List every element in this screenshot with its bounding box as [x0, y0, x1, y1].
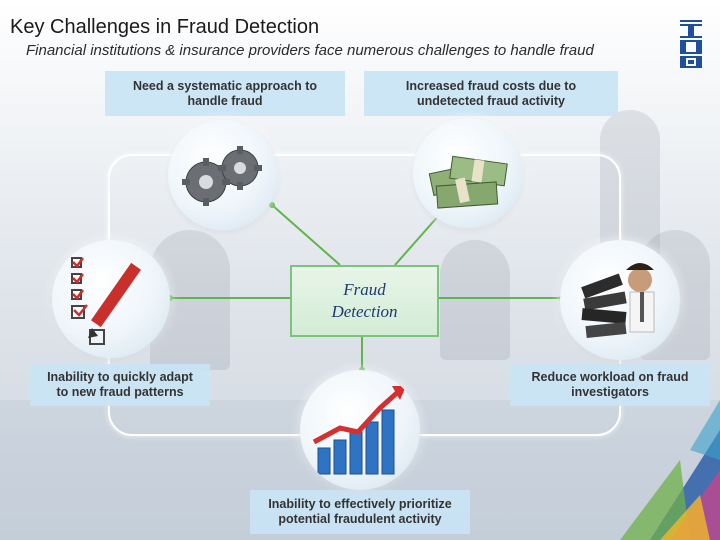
connector-top-left: [271, 204, 341, 266]
overworked-person-icon: [581, 263, 655, 339]
page-title: Key Challenges in Fraud Detection: [10, 16, 320, 38]
money-icon: [428, 155, 508, 209]
challenge-label-line2: handle fraud: [187, 93, 263, 108]
bar-chart-circle: [300, 370, 420, 490]
checklist-icon: [71, 257, 141, 345]
challenge-label-line1: Need a systematic approach to: [132, 78, 318, 93]
challenge-label-line2: potential fraudulent activity: [278, 512, 442, 526]
center-label-line1: Fraud: [343, 280, 386, 299]
background-chess-piece: [440, 240, 510, 360]
challenge-label-line1: Increased fraud costs due to: [405, 78, 577, 93]
money-circle: [413, 118, 523, 228]
challenge-label-line1: Inability to effectively prioritize: [268, 497, 452, 511]
bar-chart-icon: [312, 386, 406, 475]
checklist-circle: [52, 240, 170, 358]
challenge-label-line1: Reduce workload on fraud: [531, 370, 689, 384]
challenge-label-line2: to new fraud patterns: [56, 385, 184, 399]
page-subtitle: Financial institutions & insurance provi…: [26, 42, 594, 59]
gears-circle: [168, 120, 278, 230]
challenge-label-line1: Inability to quickly adapt: [47, 370, 193, 384]
center-label-line2: Detection: [331, 302, 398, 321]
gears-icon: [182, 146, 262, 206]
challenge-label-line2: undetected fraud activity: [417, 93, 565, 108]
fraud-detection-center: Fraud Detection: [290, 265, 439, 337]
decorative-triangles: [620, 400, 720, 540]
challenge-label-line2: investigators: [571, 385, 649, 399]
person-circle: [560, 240, 680, 360]
ibm-logo: [680, 20, 702, 68]
